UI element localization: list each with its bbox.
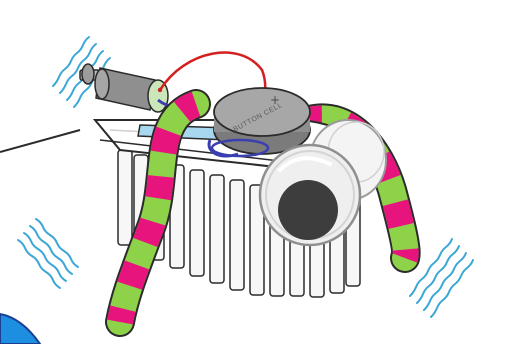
motor-icon [79, 63, 169, 113]
button-cell-battery-icon: BUTTON CELL + [210, 87, 311, 158]
pipe-cleaner-front-leg [105, 89, 211, 337]
pointer-line [0, 129, 81, 153]
blue-blob [0, 312, 42, 344]
vibration-waves-icon [17, 36, 474, 318]
battery-polarity: + [270, 93, 280, 107]
googly-eye-icon [258, 119, 387, 247]
